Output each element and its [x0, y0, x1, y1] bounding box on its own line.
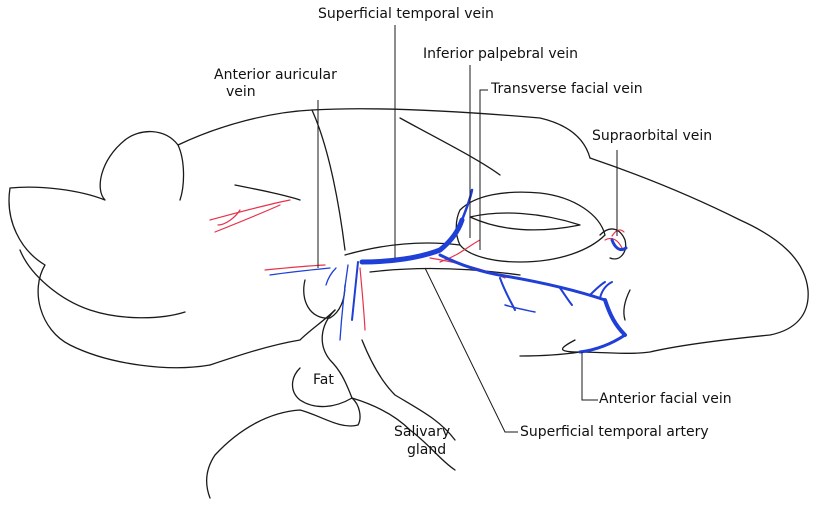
label-inferior-palpebral-vein: Inferior palpebral vein [423, 46, 579, 62]
label-salivary-gland-line1: Salivary [394, 424, 451, 440]
label-supraorbital-vein: Supraorbital vein [592, 128, 713, 144]
leader-lines [317, 25, 618, 433]
label-fat: Fat [313, 372, 334, 388]
veins [269, 188, 628, 354]
head-outline [8, 108, 809, 499]
label-transverse-facial-vein: Transverse facial vein [491, 81, 643, 97]
arteries [209, 199, 625, 331]
label-superficial-temporal-artery: Superficial temporal artery [520, 424, 709, 440]
label-superficial-temporal-vein: Superficial temporal vein [318, 6, 494, 22]
label-anterior-auricular-vein-line2: vein [226, 84, 256, 100]
label-anterior-auricular-vein-line1: Anterior auricular [214, 67, 337, 83]
label-salivary-gland-line2: gland [407, 442, 447, 458]
label-anterior-facial-vein: Anterior facial vein [599, 391, 732, 407]
